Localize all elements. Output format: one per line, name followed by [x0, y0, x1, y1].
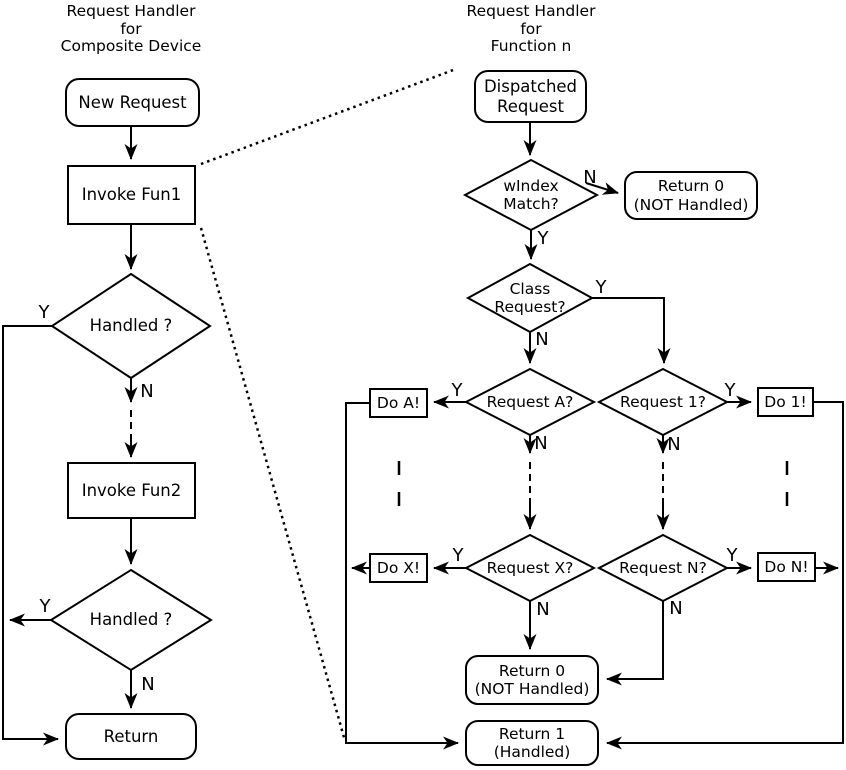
label-handled2-no: N — [141, 673, 155, 695]
node-invoke-fun2: Invoke Fun2 — [67, 462, 196, 519]
node-invoke-fun1: Invoke Fun1 — [67, 165, 196, 225]
edge-requestn-no-to-return0 — [606, 601, 664, 686]
label-windex-yes: Y — [537, 227, 549, 249]
edge-handled1-yes-to-return — [2, 325, 59, 746]
label-requesta-yes: Y — [451, 379, 463, 401]
diamond-request-a — [463, 367, 597, 437]
left-diagram-title: Request Handler for Composite Device — [60, 2, 202, 55]
node-dispatched-request: Dispatched Request — [474, 70, 587, 123]
node-do-1: Do 1! — [757, 387, 814, 417]
diamond-handled-2 — [49, 568, 213, 672]
diamond-request-1 — [596, 367, 730, 437]
node-handled-1-label: Handled ? — [89, 316, 173, 336]
edge-windex-no-to-return0 — [585, 182, 619, 195]
node-windex-match-label: wIndex Match? — [503, 176, 559, 213]
diamond-handled-1 — [50, 272, 212, 380]
node-request-x-label: Request X? — [486, 558, 574, 577]
node-handled-2-label: Handled ? — [89, 610, 173, 630]
label-class-no: N — [535, 328, 549, 350]
diamond-request-x — [463, 533, 597, 603]
node-do-a: Do A! — [369, 388, 428, 418]
diamond-windex-match — [462, 158, 600, 232]
node-request-1-label: Request 1? — [620, 392, 706, 411]
node-return-0-bottom: Return 0 (NOT Handled) — [465, 655, 599, 705]
label-request1-no: N — [667, 433, 681, 455]
node-return-1: Return 1 (Handled) — [465, 720, 599, 766]
node-request-n-label: Request N? — [619, 558, 707, 577]
expansion-dotted-bottom — [199, 227, 347, 742]
node-do-n: Do N! — [757, 552, 816, 582]
edge-do1-to-return1 — [606, 401, 844, 750]
node-new-request: New Request — [65, 78, 200, 127]
node-do-x: Do X! — [369, 553, 428, 583]
right-diagram-title: Request Handler for Function n — [466, 2, 596, 55]
edge-doa-to-return1 — [345, 402, 459, 750]
label-windex-no: N — [583, 166, 597, 188]
label-requestn-yes: Y — [726, 544, 738, 566]
label-handled1-no: N — [140, 380, 154, 402]
label-requestx-no: N — [536, 598, 550, 620]
label-requestn-no: N — [669, 597, 683, 619]
label-handled2-yes: Y — [39, 595, 51, 617]
node-request-a-label: Request A? — [486, 392, 574, 411]
diamond-request-n — [596, 533, 730, 603]
node-class-request-label: Class Request? — [494, 279, 566, 316]
edge-class-yes-to-request1 — [592, 297, 671, 364]
label-requestx-yes: Y — [452, 544, 464, 566]
node-return-0-top: Return 0 (NOT Handled) — [624, 171, 758, 220]
label-requesta-no: N — [534, 432, 548, 454]
label-class-yes: Y — [595, 276, 607, 298]
label-request1-yes: Y — [724, 379, 736, 401]
label-handled1-yes: Y — [38, 301, 50, 323]
diamond-class-request — [465, 262, 595, 334]
expansion-dotted-top — [200, 67, 457, 166]
node-return: Return — [65, 713, 197, 760]
